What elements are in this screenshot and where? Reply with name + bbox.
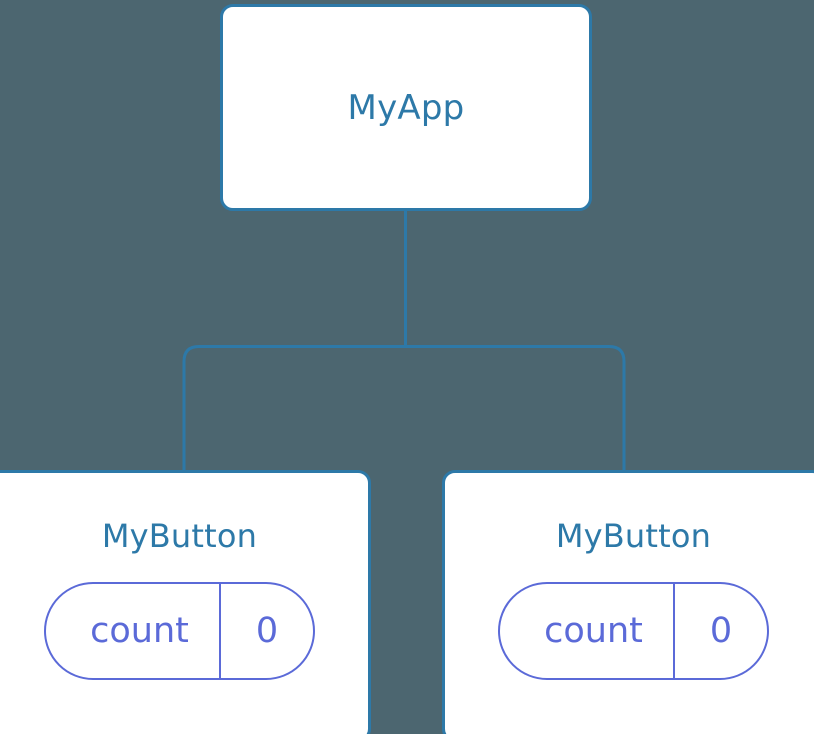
state-value: 0: [219, 584, 313, 678]
state-key: count: [90, 610, 189, 651]
node-myapp[interactable]: MyApp: [220, 4, 592, 211]
node-mybutton-right[interactable]: MyButton count 0: [442, 470, 814, 734]
node-title: MyButton: [555, 517, 712, 555]
node-mybutton-left[interactable]: MyButton count 0: [0, 470, 371, 734]
node-title: MyButton: [101, 517, 258, 555]
state-pill[interactable]: count 0: [498, 582, 769, 680]
edge-branch-right: [405, 345, 626, 470]
state-key: count: [544, 610, 643, 651]
edge-branch-left: [182, 345, 406, 470]
state-value: 0: [673, 584, 767, 678]
state-pill[interactable]: count 0: [44, 582, 315, 680]
node-title: MyApp: [347, 87, 465, 128]
